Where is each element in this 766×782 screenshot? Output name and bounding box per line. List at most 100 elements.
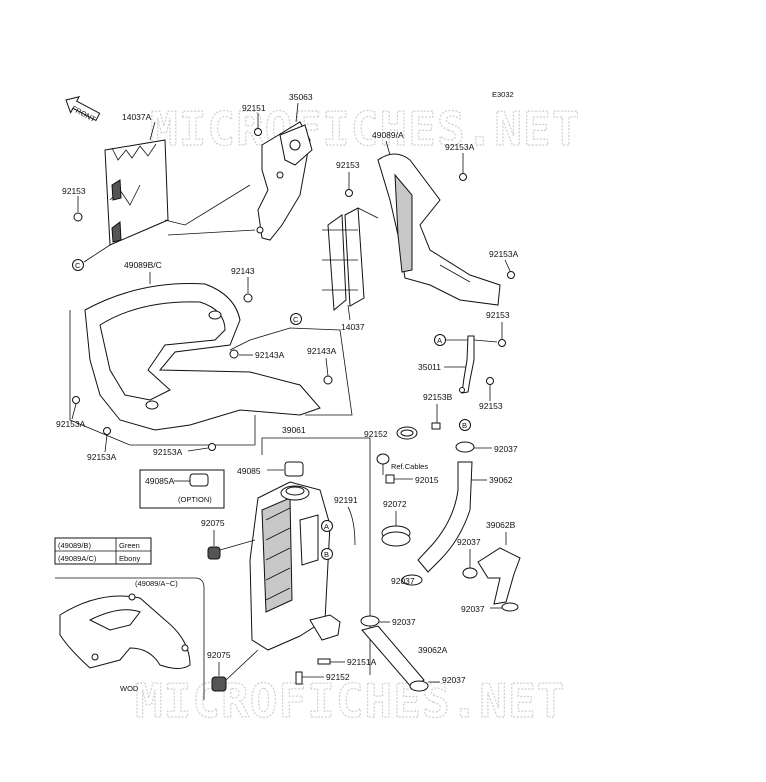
label-92151: 92151 — [242, 103, 266, 113]
color-code-1: (49089/B) — [58, 541, 91, 550]
clip-92015-icon — [385, 474, 395, 484]
front-arrow-icon — [65, 95, 101, 122]
callout-a-top-text: A — [437, 336, 442, 345]
grommet-92143A-mid-icon — [229, 349, 239, 359]
label-92153A-left2: 92153A — [87, 452, 117, 462]
clamp-92072-shape — [381, 525, 411, 547]
label-92037-top: 92037 — [494, 444, 518, 454]
callout-b-hose-text: B — [462, 421, 467, 430]
label-92015: 92015 — [415, 475, 439, 485]
grommet-92143A-right-icon — [323, 375, 333, 385]
label-92152-top: 92152 — [364, 429, 388, 439]
label-92037-bottom: 92037 — [442, 675, 466, 685]
label-92153-lower: 92153 — [479, 401, 503, 411]
label-92153A-left1: 92153A — [56, 419, 86, 429]
label-92037-lower: 92037 — [392, 617, 416, 627]
label-92153A-right: 92153A — [489, 249, 519, 259]
watermark-top: MICROFICHES.NET — [150, 102, 580, 156]
inset-title: (49089/A~C) — [135, 579, 178, 588]
label-92143: 92143 — [231, 266, 255, 276]
callout-b-radiator-text: B — [324, 550, 329, 559]
label-92037-right: 92037 — [457, 537, 481, 547]
part-39061-radiator-shape — [249, 481, 341, 651]
label-92037-lowright: 92037 — [461, 604, 485, 614]
clamp-92037-bottom-icon — [409, 680, 429, 692]
grommet-cable-icon — [376, 453, 390, 465]
inset-caption: WOD — [120, 684, 139, 693]
inset-49089-variants: (49089/A~C) WOD — [55, 577, 205, 700]
callout-c-right-text: C — [293, 315, 299, 324]
part-14037A-shape — [104, 139, 169, 246]
clamp-92037-lowright-icon — [501, 602, 519, 612]
part-14037-shape — [322, 207, 365, 312]
label-92191: 92191 — [334, 495, 358, 505]
bolt-92153A-top-icon — [459, 173, 467, 181]
leader-14037A — [149, 121, 156, 141]
label-92075-lower: 92075 — [207, 650, 231, 660]
frame-39061 — [261, 437, 371, 675]
callout-c-right — [290, 313, 302, 325]
callout-a-top — [434, 334, 446, 346]
part-49089A-shape — [377, 153, 501, 306]
bolt-92151A-icon — [317, 658, 331, 665]
option-label: (OPTION) — [178, 495, 212, 504]
label-39061: 39061 — [282, 425, 306, 435]
bolt-92153-lower-icon — [486, 377, 494, 385]
bolt-92153A-bottom-icon — [208, 443, 216, 451]
label-92143A-right: 92143A — [307, 346, 337, 356]
part-49089BC-shape — [84, 283, 321, 431]
bolt-92152-bottom-icon — [295, 671, 303, 685]
label-35011: 35011 — [418, 362, 441, 372]
diagram-code: E3032 — [492, 90, 514, 99]
label-92153A-bottom: 92153A — [153, 447, 183, 457]
color-table: (49089/B) Green (49089A/C) Ebony — [54, 537, 152, 565]
label-49089A: 49089/A — [372, 130, 404, 140]
hose-39062-shape — [417, 461, 473, 573]
label-ref-cables: Ref.Cables — [391, 462, 428, 471]
label-92072: 92072 — [383, 499, 407, 509]
label-39062A: 39062A — [418, 645, 448, 655]
callout-a-radiator-text: A — [324, 522, 329, 531]
label-49085A: 49085A — [145, 476, 175, 486]
bolt-92151-icon — [254, 128, 262, 136]
label-39062B: 39062B — [486, 520, 516, 530]
label-92075-upper: 92075 — [201, 518, 225, 528]
label-14037A: 14037A — [122, 112, 152, 122]
label-39062: 39062 — [489, 475, 513, 485]
callout-c-left — [72, 259, 84, 271]
grommet-49085A-icon — [189, 473, 209, 487]
grommet-92143-icon — [243, 293, 253, 303]
callout-a-radiator — [321, 520, 333, 532]
band-92191-shape — [347, 506, 356, 546]
bolt-92153A-left2-icon — [103, 427, 111, 435]
label-92153-center: 92153 — [336, 160, 360, 170]
label-14037: 14037 — [341, 322, 365, 332]
label-49089BC: 49089B/C — [124, 260, 162, 270]
label-92143A-mid: 92143A — [255, 350, 285, 360]
color-name-1: Green — [119, 541, 140, 550]
hose-39062A-shape — [361, 625, 425, 689]
bolt-92153B-icon — [431, 422, 441, 430]
option-box: 49085A (OPTION) — [139, 469, 225, 509]
bolt-92153A-left1-icon — [72, 396, 80, 404]
bolt-92153-stay-icon — [498, 339, 506, 347]
bolt-92153-left-icon — [73, 212, 83, 222]
callout-b-hose — [459, 419, 471, 431]
color-code-2: (49089A/C) — [58, 554, 97, 563]
label-92153-stay: 92153 — [486, 310, 510, 320]
clamp-92037-mid-icon — [401, 574, 423, 586]
callout-b-radiator — [321, 548, 333, 560]
label-92152-bottom: 92152 — [326, 672, 350, 682]
label-49085: 49085 — [237, 466, 261, 476]
grommet-49085-icon — [284, 461, 304, 477]
label-35063: 35063 — [289, 92, 313, 102]
color-name-2: Ebony — [119, 554, 141, 563]
grommet-92075-lower-icon — [211, 676, 227, 692]
part-35011-shape — [459, 335, 498, 394]
label-92153B: 92153B — [423, 392, 453, 402]
label-92037-mid: 92037 — [391, 576, 415, 586]
grommet-92075-upper-icon — [207, 546, 221, 560]
callout-c-left-text: C — [75, 261, 81, 270]
clamp-92037-right-icon — [462, 567, 478, 579]
